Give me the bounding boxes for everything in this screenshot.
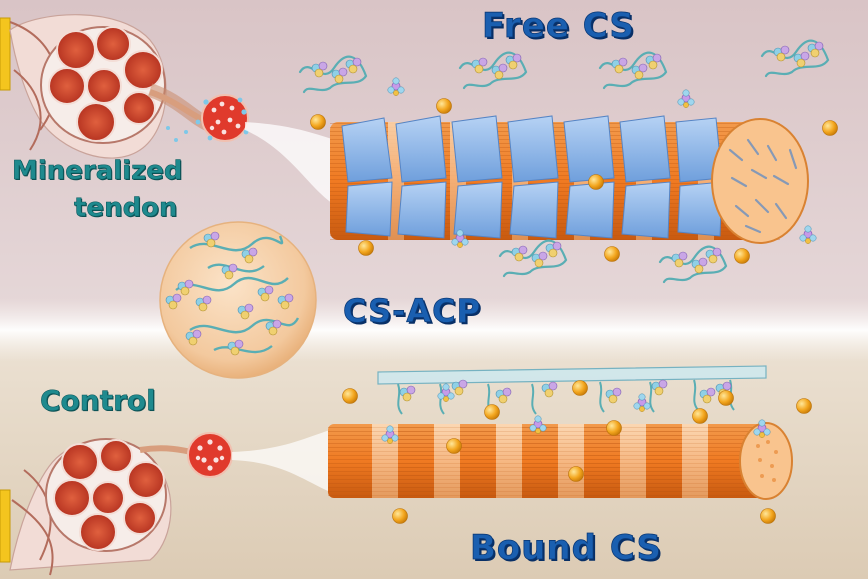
cs-acp-bubble-icon <box>159 221 317 379</box>
mineralized-label-line1: Mineralized <box>12 156 183 187</box>
divider-band <box>0 298 868 362</box>
tendon-cross-section-icon <box>9 14 249 159</box>
tendon-cross-section-icon <box>9 432 233 576</box>
free-cs-label: Free CS <box>482 6 635 47</box>
bound-cs-label: Bound CS <box>470 528 662 569</box>
control-label: Control <box>40 384 156 418</box>
cs-acp-label: CS-ACP <box>343 292 482 331</box>
mineralized-label-line2: tendon <box>74 193 178 224</box>
collagen-fibril-icon <box>330 115 809 244</box>
collagen-fibril-icon <box>328 422 793 500</box>
glass-plate-icon <box>377 365 767 385</box>
cs-chain-icon <box>397 379 735 415</box>
